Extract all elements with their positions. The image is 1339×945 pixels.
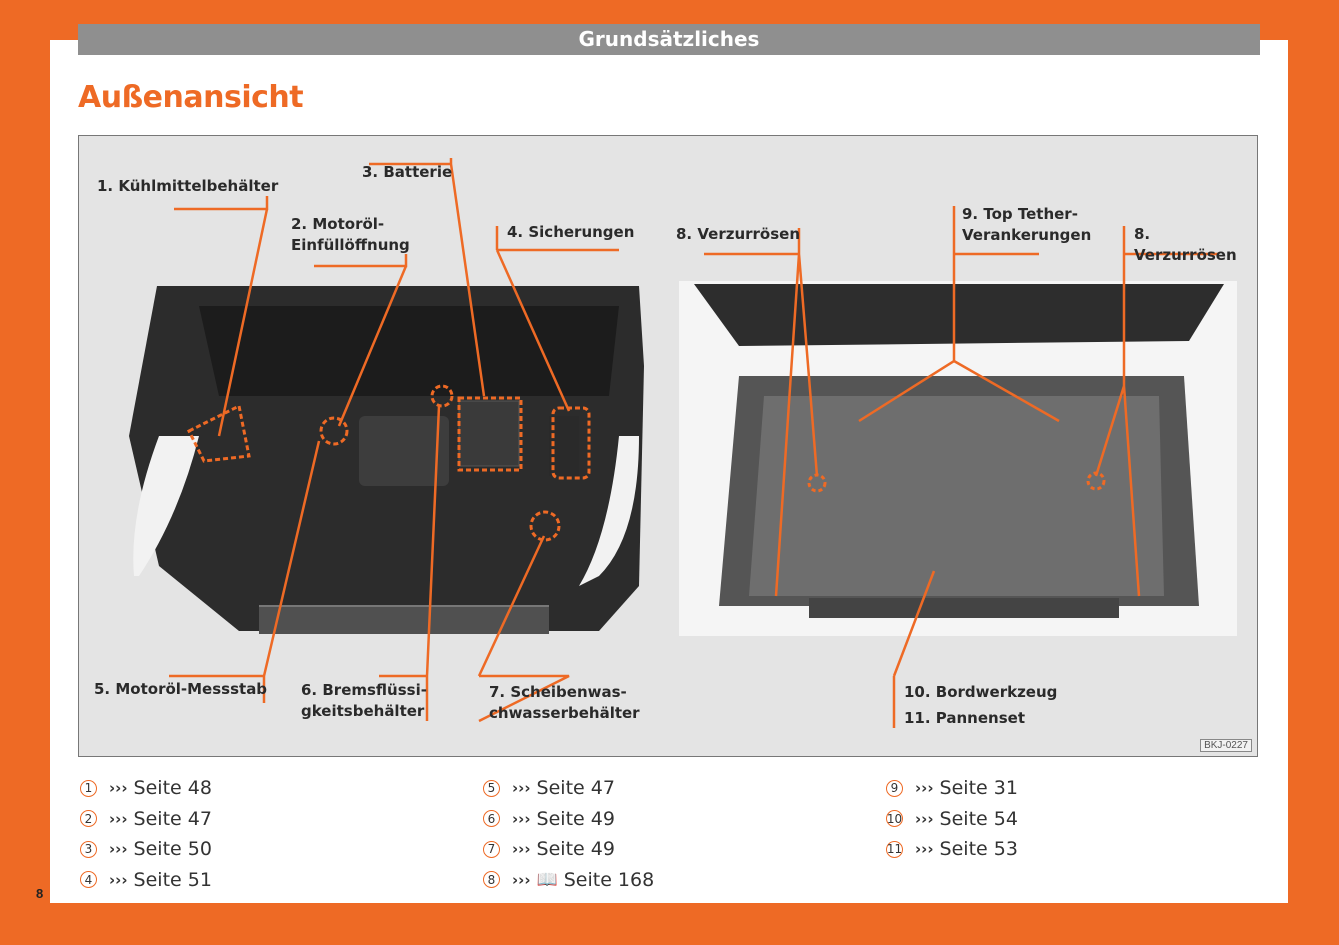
reference-number: 4 — [80, 871, 97, 889]
callout-repair-kit: 11. Pannenset — [904, 709, 1025, 727]
reference-link[interactable]: Seite 168 — [563, 868, 655, 891]
reference-column-3: 9›››Seite 31 10›››Seite 54 11›››Seite 53 — [886, 773, 1018, 865]
reference-number: 9 — [886, 779, 903, 797]
reference-number: 3 — [80, 840, 97, 858]
reference-row[interactable]: 6›››Seite 49 — [483, 804, 654, 835]
reference-row[interactable]: 3›››Seite 50 — [80, 834, 212, 865]
callout-brake-fluid: 6. Bremsflüssi- gkeitsbehälter — [301, 681, 427, 720]
reference-number: 10 — [886, 810, 903, 828]
section-header: Grundsätzliches — [78, 24, 1260, 55]
callout-tool-kit: 10. Bordwerkzeug — [904, 683, 1058, 701]
reference-row[interactable]: 5›››Seite 47 — [483, 773, 654, 804]
reference-link[interactable]: Seite 47 — [536, 777, 615, 800]
reference-row[interactable]: 10›››Seite 54 — [886, 807, 1018, 830]
vehicle-figure: 1. Kühlmittelbehälter 2. Motoröl- Einfül… — [78, 135, 1258, 757]
callout-oil-dipstick: 5. Motoröl-Messstab — [94, 680, 268, 698]
reference-link[interactable]: Seite 49 — [536, 838, 615, 861]
figure-code: BKJ-0227 — [1200, 739, 1252, 752]
page-title: Außenansicht — [78, 80, 304, 115]
book-search-icon: 📖 — [536, 869, 558, 890]
reference-link[interactable]: Seite 54 — [939, 807, 1018, 830]
reference-row[interactable]: 7›››Seite 49 — [483, 834, 654, 865]
reference-link[interactable]: Seite 53 — [939, 838, 1018, 861]
callout-tie-down-right: 8. Verzurrösen — [1134, 225, 1237, 264]
reference-link[interactable]: Seite 51 — [133, 868, 212, 891]
callout-tie-down-left: 8. Verzurrösen — [676, 225, 801, 243]
reference-row[interactable]: 1›››Seite 48 — [80, 773, 212, 804]
reference-link[interactable]: Seite 47 — [133, 807, 212, 830]
reference-number: 6 — [483, 810, 500, 828]
reference-row[interactable]: 4›››Seite 51 — [80, 865, 212, 896]
callout-top-tether: 9. Top Tether- Verankerungen — [962, 205, 1092, 244]
callout-washer-reservoir: 7. Scheibenwas- chwasserbehälter — [489, 683, 640, 722]
reference-row[interactable]: 9›››Seite 31 — [886, 773, 1018, 804]
reference-number: 11 — [886, 840, 903, 858]
reference-link[interactable]: Seite 50 — [133, 838, 212, 861]
reference-number: 1 — [80, 779, 97, 797]
reference-column-2: 5›››Seite 47 6›››Seite 49 7›››Seite 49 8… — [483, 773, 654, 895]
reference-number: 8 — [483, 871, 500, 889]
trunk-image — [679, 281, 1237, 636]
reference-number: 2 — [80, 810, 97, 828]
engine-bay-image — [129, 286, 644, 634]
callout-battery: 3. Batterie — [362, 163, 453, 181]
reference-number: 5 — [483, 779, 500, 797]
callout-fuses: 4. Sicherungen — [507, 223, 635, 241]
reference-link[interactable]: Seite 48 — [133, 777, 212, 800]
reference-row[interactable]: 2›››Seite 47 — [80, 804, 212, 835]
reference-column-1: 1›››Seite 48 2›››Seite 47 3›››Seite 50 4… — [80, 773, 212, 895]
leader-lines — [169, 158, 1219, 728]
callout-oil-filler: 2. Motoröl- Einfüllöffnung — [291, 215, 410, 254]
reference-number: 7 — [483, 840, 500, 858]
callout-coolant-reservoir: 1. Kühlmittelbehälter — [97, 177, 279, 195]
figure-illustration — [129, 158, 1237, 728]
reference-link[interactable]: Seite 31 — [939, 777, 1018, 800]
reference-link[interactable]: Seite 49 — [536, 807, 615, 830]
reference-row[interactable]: 11›››Seite 53 — [886, 838, 1018, 861]
page-number: 8 — [36, 886, 44, 901]
reference-row[interactable]: 8›››📖Seite 168 — [483, 865, 654, 896]
